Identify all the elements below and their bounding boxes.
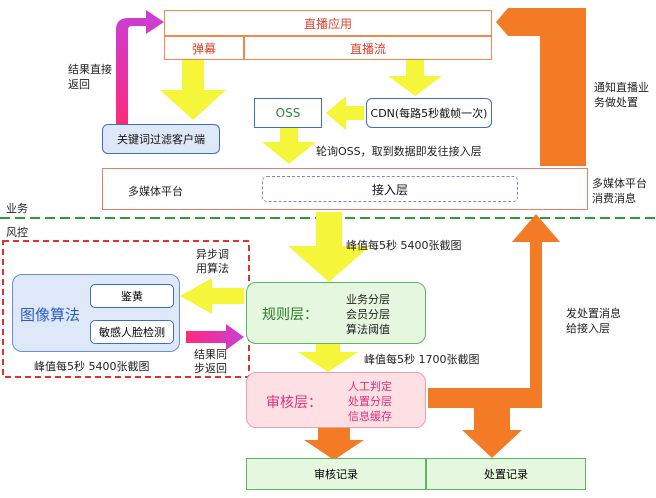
review-layer-item: 人工判定: [348, 380, 392, 393]
stream-down-arrow: [388, 58, 442, 96]
danmu-box: 弹幕: [164, 36, 244, 60]
rule-layer-item: 业务分层: [346, 293, 390, 306]
section-business: 业务: [6, 202, 28, 215]
media-platform-consume-text: 多媒体平台 消费消息: [592, 177, 647, 205]
review-record-label: 审核记录: [314, 468, 358, 481]
review-layer-box: [246, 372, 426, 428]
to-review-record-arrow: [304, 428, 364, 460]
cdn-to-oss-arrow: [326, 96, 364, 130]
image-algo-title: 图像算法: [20, 306, 81, 324]
poll-text: 轮询OSS，取到数据即发往接入层: [316, 145, 482, 158]
access-layer-box: 接入层: [262, 176, 518, 202]
danmu-down-arrow: [160, 58, 226, 120]
peak-top-text: 峰值每5秒 5400张截图: [346, 239, 462, 252]
disposal-record-box: 处置记录: [426, 458, 586, 490]
danmu-label: 弹幕: [191, 41, 216, 56]
cdn-box: CDN(每路5秒截帧一次): [366, 98, 492, 128]
review-record-box: 审核记录: [246, 458, 426, 490]
oss-down-arrow: [262, 128, 316, 164]
oss-label: OSS: [275, 106, 301, 120]
face-detect-box: 敏感人脸检测: [90, 320, 174, 344]
porn-detect-label: 鉴黄: [121, 290, 143, 303]
rule-layer-item: 会员分层: [346, 308, 390, 321]
rule-layer-item: 算法阈值: [346, 323, 390, 336]
porn-detect-box: 鉴黄: [90, 284, 174, 308]
access-layer-label: 接入层: [371, 182, 408, 197]
image-algo-caption: 峰值每5秒 5400张截图: [34, 360, 150, 373]
async-call-text: 异步调 用算法: [196, 248, 229, 275]
section-risk: 风控: [6, 226, 28, 239]
async-call-arrow: [180, 278, 244, 314]
face-detect-label: 敏感人脸检测: [99, 326, 165, 339]
review-layer-item: 处置分层: [348, 395, 392, 408]
oss-box: OSS: [254, 98, 322, 128]
keyword-client-box: 关键词过滤客户端: [102, 124, 220, 154]
send-disposal-text: 发处置消息 给接入层: [566, 307, 621, 335]
rule-to-review-arrow: [298, 344, 358, 372]
keyword-client-label: 关键词过滤客户端: [117, 133, 205, 146]
peak-mid-text: 峰值每5秒 1700张截图: [364, 353, 480, 366]
cdn-label: CDN(每路5秒截帧一次): [370, 107, 488, 120]
notify-text: 通知直播业 务做处置: [594, 81, 649, 109]
result-return-text: 结果直接 返回: [68, 63, 112, 91]
result-return-arrow: [116, 10, 164, 128]
sync-return-text: 结果同 步返回: [194, 348, 227, 375]
sync-return-arrow: [186, 324, 244, 350]
review-layer-title: 审核层：: [266, 395, 322, 411]
app-title-box: 直播应用: [164, 10, 492, 36]
app-title: 直播应用: [303, 16, 352, 31]
rule-layer-title: 规则层：: [262, 307, 318, 323]
stream-box: 直播流: [244, 36, 492, 60]
access-to-rule-arrow: [288, 212, 370, 282]
dispose-message-arrow: [428, 214, 560, 408]
rule-layer-box: [246, 282, 426, 344]
to-disposal-record-arrow: [462, 408, 522, 458]
review-layer-item: 信息缓存: [348, 410, 392, 423]
disposal-record-label: 处置记录: [484, 468, 528, 481]
stream-label: 直播流: [349, 41, 386, 56]
media-platform-label: 多媒体平台: [128, 185, 183, 198]
notify-arrow: [496, 8, 586, 166]
